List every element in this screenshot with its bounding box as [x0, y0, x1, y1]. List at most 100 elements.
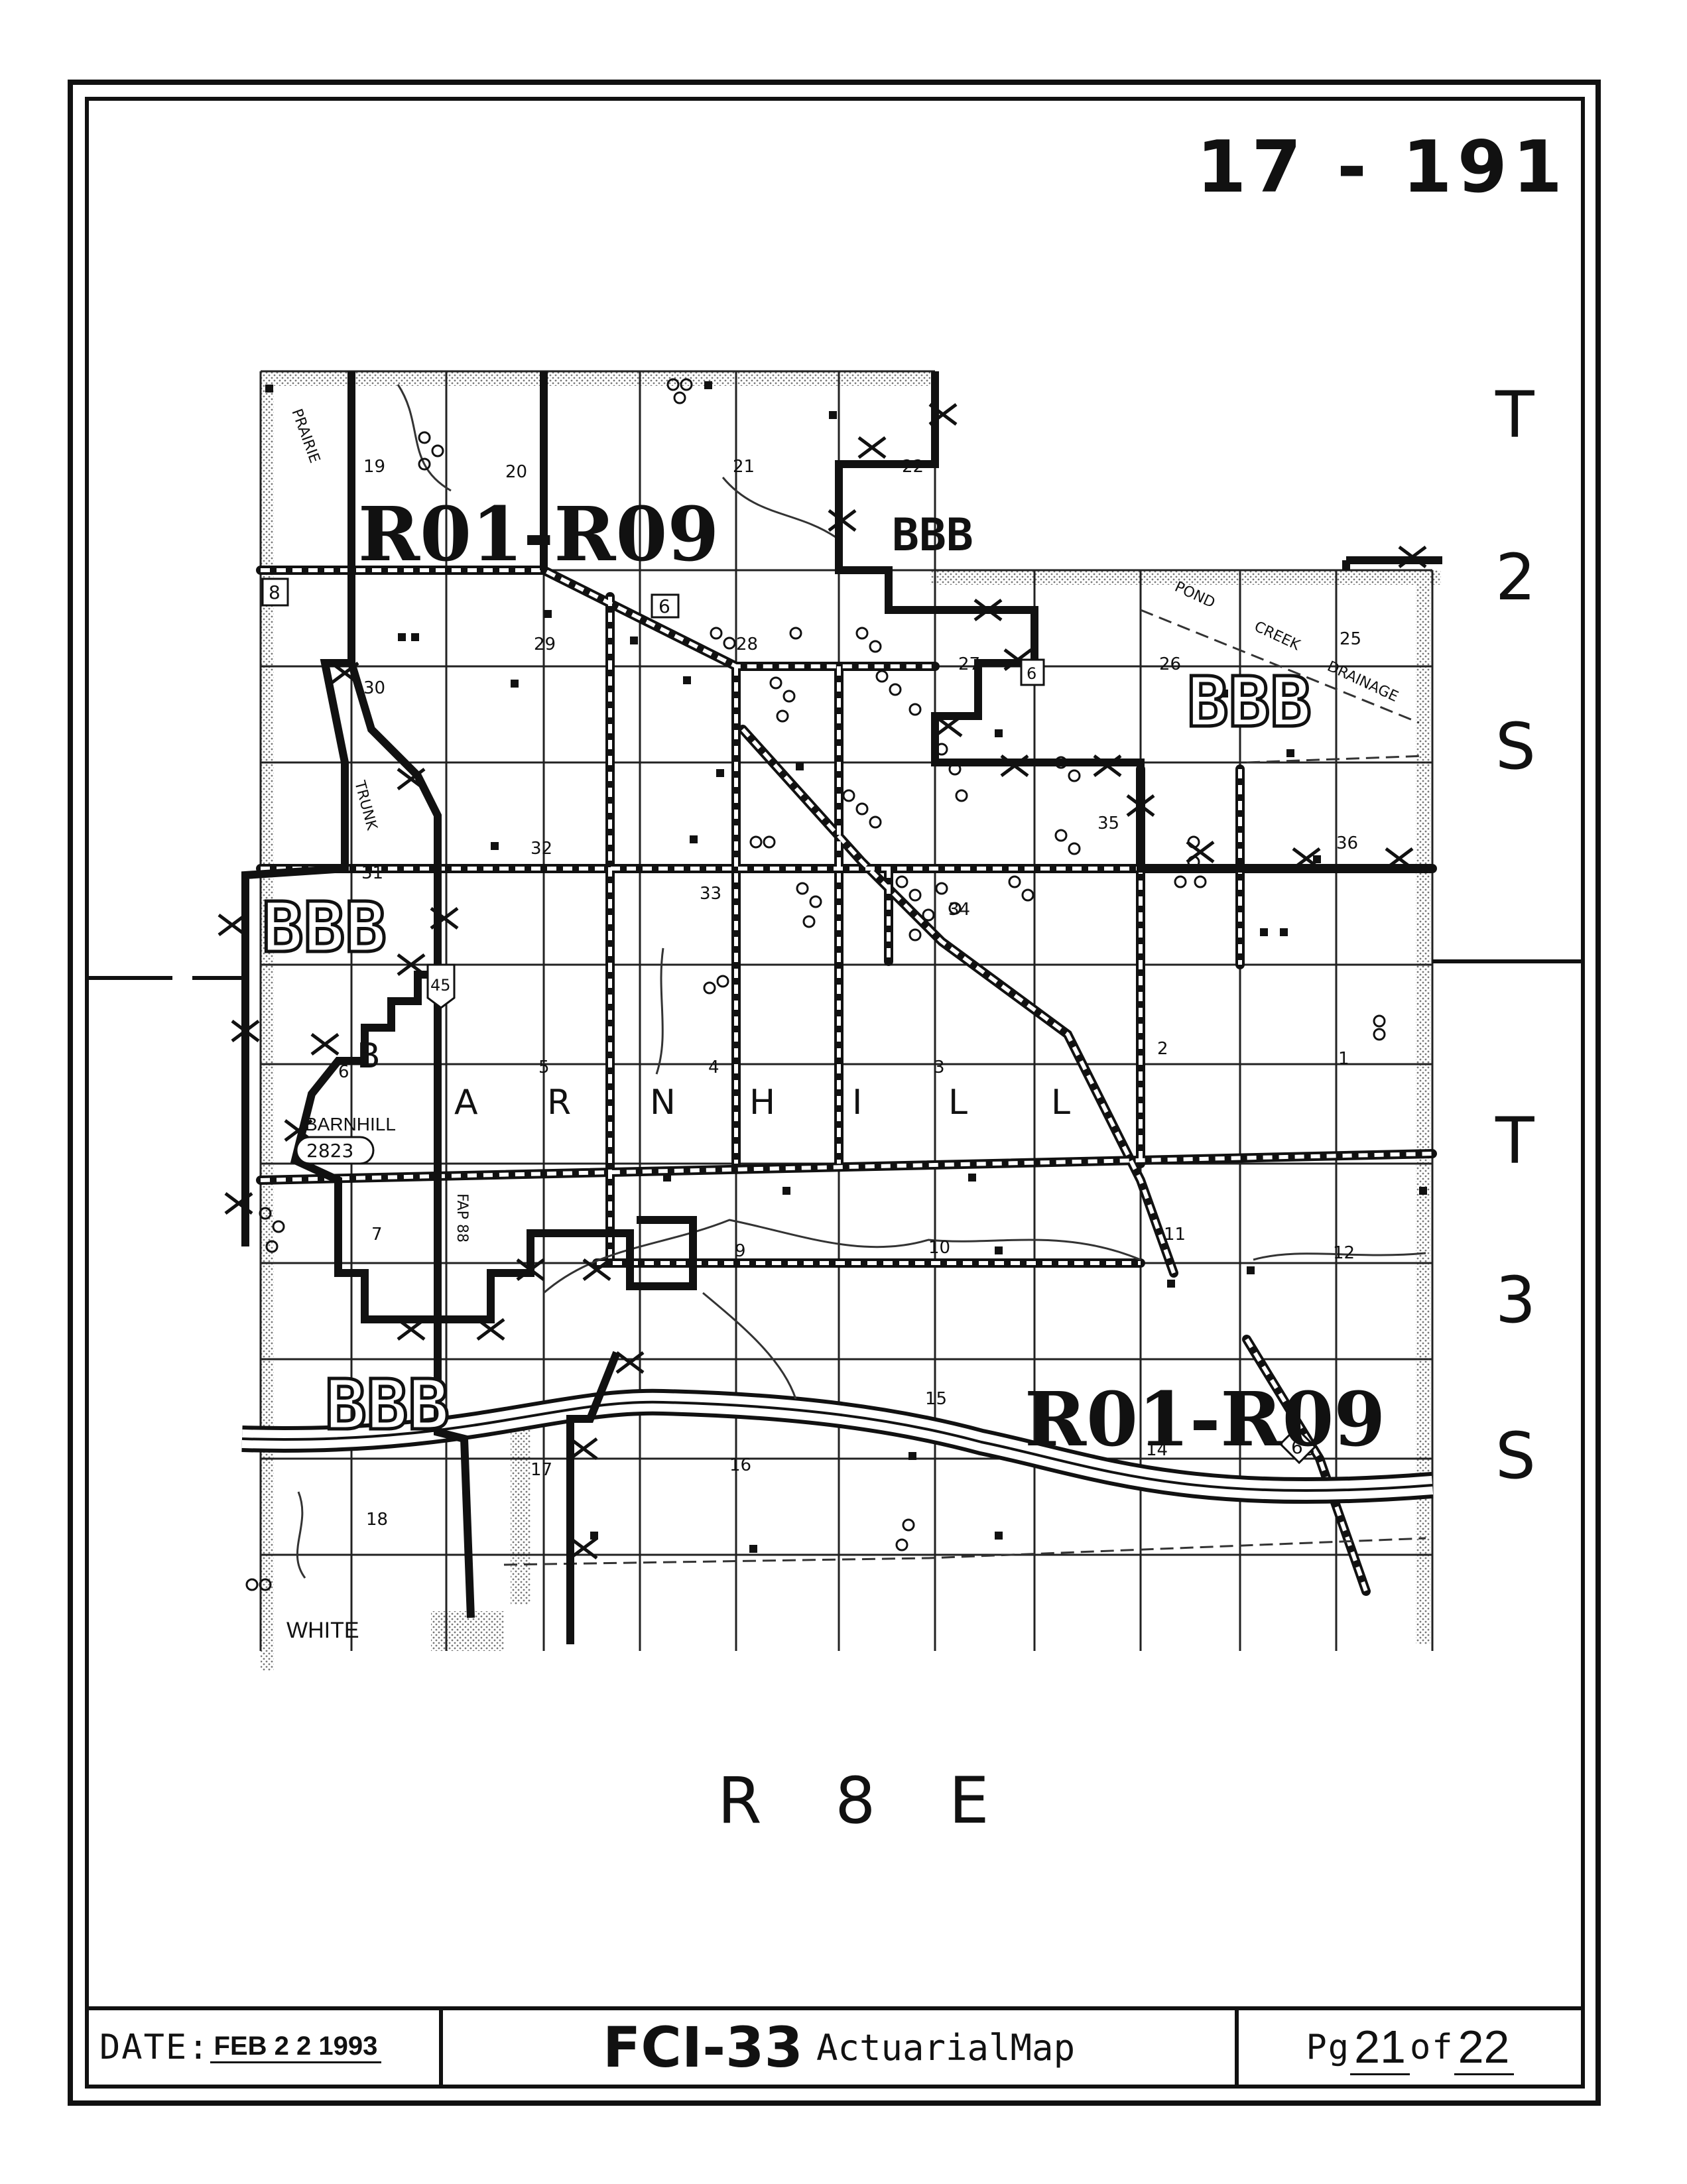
section-number-9: 9 [735, 1241, 746, 1261]
section-number-32: 32 [531, 839, 552, 859]
page-number: 21 [1350, 2020, 1410, 2075]
section-numbers: 19 20 21 22 29 28 27 26 25 30 32 33 34 3… [338, 457, 1361, 1530]
route-shield-6c-box [1020, 658, 1045, 686]
section-number-15: 15 [925, 1389, 947, 1409]
zone-label-bbb-5: BBB [1343, 551, 1348, 554]
section-number-27: 27 [958, 654, 980, 674]
form-title: ActuarialMap [816, 2026, 1076, 2069]
rating-labels: R01-R09 R01-R09 [358, 491, 1385, 1463]
inner-border [85, 97, 1585, 2089]
range-label: R 8 E [718, 1764, 1016, 1838]
route-shield-6: 6 [658, 595, 670, 617]
form-id: FCI-33 [602, 2015, 803, 2080]
creek-label: CREEK [1251, 619, 1302, 654]
route-shield-2823-box [295, 1136, 375, 1165]
town-name-letters: B A R N H I L L [357, 1036, 1070, 1122]
route-shield-6b: 6 [1291, 1436, 1303, 1458]
boundary-x-marks [218, 403, 1427, 1559]
route-shield-45: 45 [430, 976, 451, 995]
section-number-7: 7 [371, 1225, 383, 1244]
township-label-t2: T [1495, 1104, 1534, 1178]
prairie-label: PRAIRIE [288, 407, 323, 465]
rate-label-r01-r09-bottom: R01-R09 [1025, 1376, 1385, 1463]
town-letter-h: H [749, 1083, 775, 1122]
township-label-2: 2 [1495, 540, 1536, 615]
town-letter-n: N [650, 1083, 676, 1122]
section-number-12: 12 [1333, 1243, 1355, 1263]
zone-label-bbb-4: BBB [325, 1365, 450, 1445]
outer-border [68, 80, 1601, 2106]
route-shield-6-box [651, 593, 680, 619]
page-total: 22 [1454, 2020, 1514, 2075]
date-cell: DATE: FEB 2 2 1993 [89, 2010, 439, 2085]
section-number-26: 26 [1159, 654, 1181, 674]
section-number-16: 16 [729, 1455, 751, 1475]
town-letter-l1: L [948, 1083, 968, 1122]
section-number-3: 3 [934, 1058, 945, 1077]
trunk-label: TRUNK [351, 778, 380, 832]
place-names: BARNHILL WHITE [286, 1114, 396, 1643]
zone-label-bbb-3: BBB [262, 887, 387, 968]
town-letter-r: R [547, 1083, 571, 1122]
section-number-2: 2 [1157, 1039, 1168, 1059]
section-number-1: 1 [1338, 1049, 1349, 1069]
fap-88-label: FAP 88 [454, 1193, 470, 1243]
rate-label-r01-r09-top: R01-R09 [358, 491, 719, 578]
highway [241, 1388, 1434, 1504]
section-number-4: 4 [708, 1058, 719, 1077]
form-title-cell: FCI-33 ActuarialMap [439, 2010, 1235, 2085]
section-number-6: 6 [338, 1062, 349, 1082]
section-number-11: 11 [1164, 1225, 1186, 1244]
township-label-s2: S [1495, 1419, 1536, 1493]
section-number-25: 25 [1340, 629, 1361, 649]
barnhill-place-label: BARNHILL [305, 1114, 396, 1134]
section-number-28: 28 [736, 635, 758, 654]
section-number-14: 14 [1146, 1440, 1168, 1460]
route-shield-8: 8 [269, 581, 281, 603]
section-number-19: 19 [363, 457, 385, 477]
section-number-33: 33 [700, 884, 721, 904]
section-number-34: 34 [948, 900, 970, 920]
route-shield-8-box [261, 577, 289, 607]
section-number-35: 35 [1097, 814, 1119, 833]
section-number-31: 31 [361, 863, 383, 883]
section-number-10: 10 [928, 1238, 950, 1258]
section-number-5: 5 [538, 1058, 550, 1077]
zone-label-bbb-2: BBB [1187, 662, 1312, 743]
township-line [86, 959, 1585, 980]
title-block: DATE: FEB 2 2 1993 FCI-33 ActuarialMap P… [89, 2006, 1581, 2085]
section-number-22: 22 [902, 457, 924, 477]
township-label-3: 3 [1495, 1263, 1536, 1337]
minor-boundaries [503, 609, 1426, 1566]
section-number-20: 20 [505, 462, 527, 482]
township-label-s: S [1495, 709, 1536, 784]
streams [296, 384, 1426, 1579]
section-number-18: 18 [366, 1510, 388, 1530]
township-label-t: T [1495, 378, 1534, 452]
section-number-17: 17 [531, 1460, 552, 1480]
county-line-stipple [261, 371, 1441, 1671]
page-of-label: of [1410, 2028, 1454, 2067]
town-letter-i: I [852, 1083, 862, 1122]
building-markers [265, 381, 1427, 1553]
page-label: Pg [1306, 2028, 1351, 2067]
route-shield-6c: 6 [1027, 664, 1036, 683]
white-place-label: WHITE [286, 1618, 359, 1643]
route-shield-45-box [426, 963, 456, 1009]
house-clusters [245, 378, 1386, 1591]
page-cell: Pg 21 of 22 [1235, 2010, 1581, 2085]
town-letter-l2: L [1051, 1083, 1070, 1122]
sheet-id: 17 - 191 [1196, 126, 1568, 209]
date-value: FEB 2 2 1993 [210, 2032, 382, 2063]
zone-labels: BBB BBB BBB BBB BBB [261, 509, 1348, 1447]
route-shields: 6 45 2823 8 6 6 [261, 577, 1317, 1465]
section-number-29: 29 [534, 635, 556, 654]
route-shield-6b-box [1279, 1426, 1317, 1465]
town-letter-b: B [357, 1036, 381, 1076]
town-letter-a: A [454, 1083, 478, 1122]
section-number-30: 30 [363, 678, 385, 698]
section-number-21: 21 [733, 457, 755, 477]
zone-label-bbb-1: BBB [892, 509, 973, 562]
route-shield-2823: 2823 [306, 1140, 353, 1162]
